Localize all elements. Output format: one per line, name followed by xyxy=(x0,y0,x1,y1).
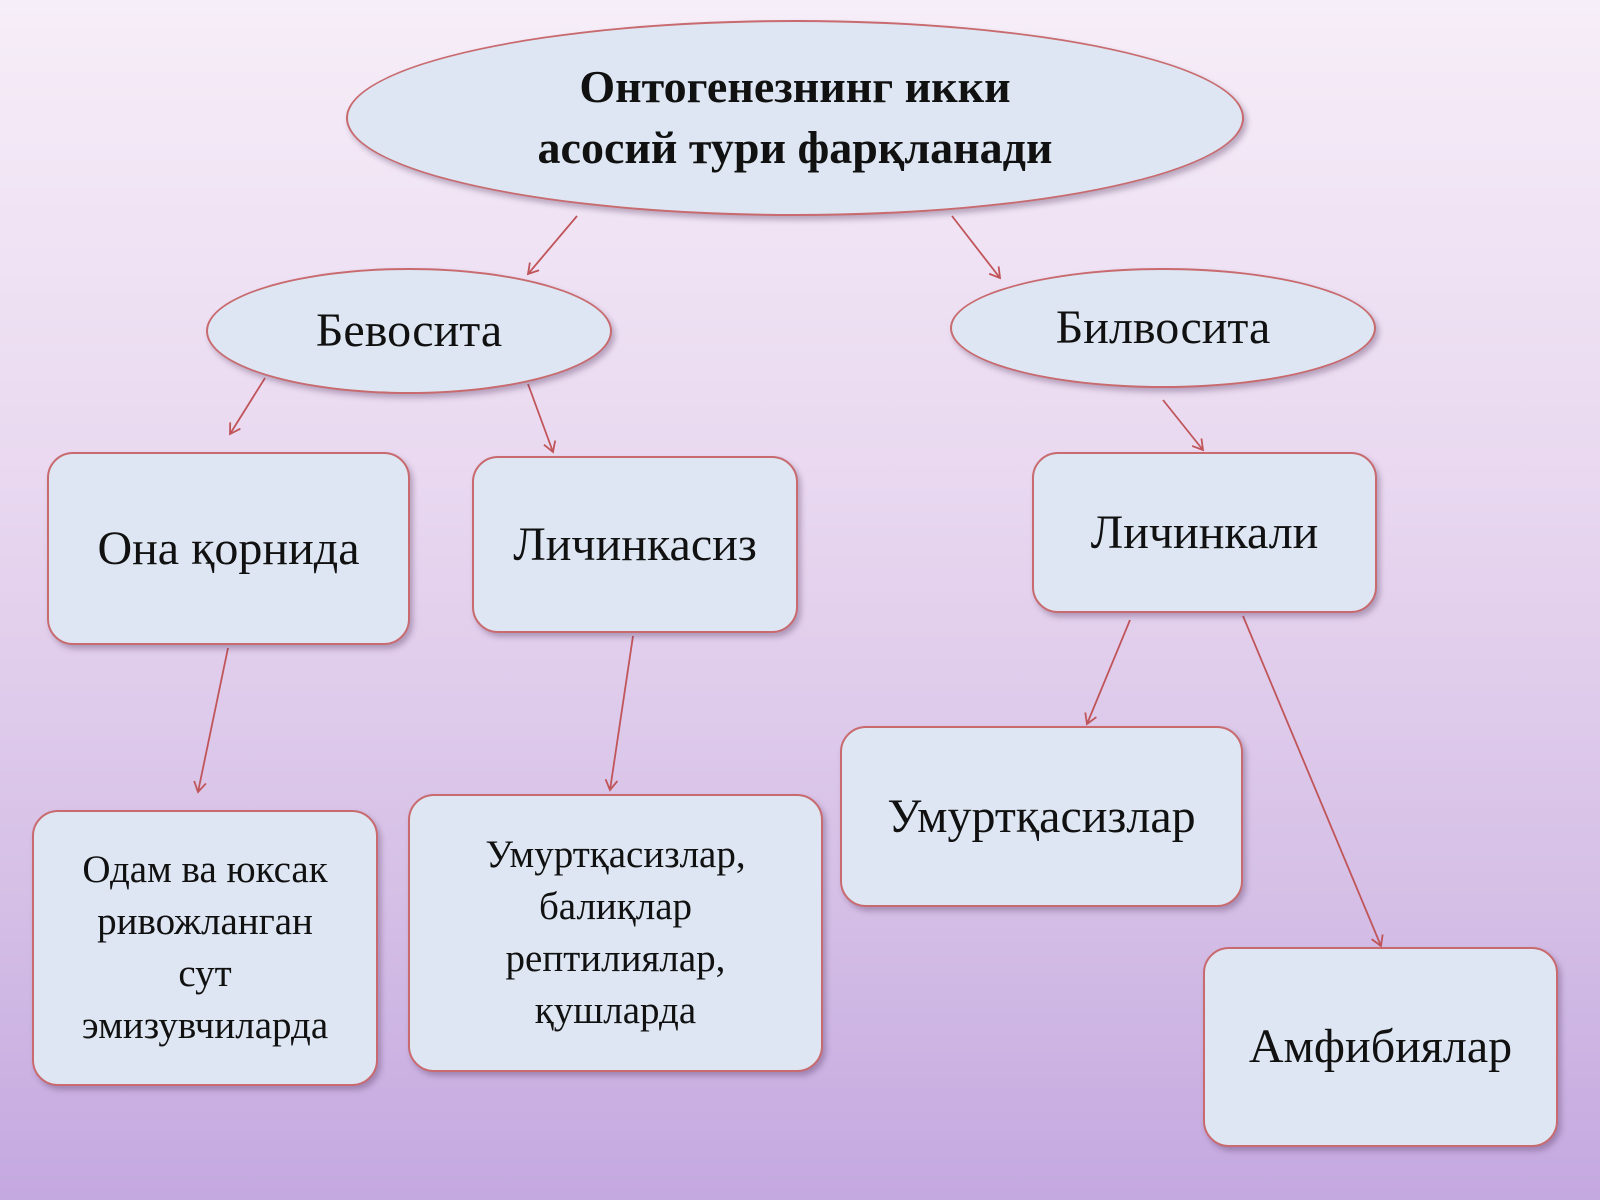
arrow-bevosita-to-ona-qornida xyxy=(229,377,266,436)
arrow-bevosita-to-lichinkasiz xyxy=(527,383,557,454)
arrow-root-to-bilvosita xyxy=(951,215,1002,280)
root-title-line2: асосий тури фарқланади xyxy=(537,122,1053,173)
ona-qornida-label: Она қорнида xyxy=(97,521,360,575)
arrow-bilvosita-to-lichinkali xyxy=(1162,399,1205,452)
umurtqasizlar-list-line3: рептилиялар, xyxy=(505,937,726,980)
umurtqasizlar-list-line4: қушларда xyxy=(534,988,697,1032)
lichinkali-label: Личинкали xyxy=(1090,505,1319,559)
odam-line4: эмизувчиларда xyxy=(81,1003,329,1047)
odam-line1: Одам ва юксак xyxy=(82,848,328,892)
odam-line3: сут xyxy=(178,952,232,995)
ona-qornida-node: Она қорнида xyxy=(47,452,410,645)
lichinkasiz-node: Личинкасиз xyxy=(472,456,798,633)
arrow-lichinkasiz-to-umurtqasizlar-list xyxy=(604,635,634,792)
odam-line2: ривожланган xyxy=(97,900,313,944)
arrow-lichinkali-to-amfibiyalar xyxy=(1242,615,1384,948)
amfibiyalar-label: Амфибиялар xyxy=(1248,1020,1513,1074)
bilvosita-node: Билвосита xyxy=(950,268,1376,388)
arrow-root-to-bevosita xyxy=(526,215,578,276)
bevosita-node: Бевосита xyxy=(206,268,612,394)
root-node: Онтогенезнинг икки асосий тури фарқланад… xyxy=(346,20,1244,216)
lichinkasiz-label: Личинкасиз xyxy=(513,517,757,571)
amfibiyalar-node: Амфибиялар xyxy=(1203,947,1558,1147)
root-title-line1: Онтогенезнинг икки xyxy=(579,61,1011,113)
umurtqasizlar-list-line1: Умуртқасизлар, xyxy=(485,833,746,877)
umurtqasizlar-node: Умуртқасизлар xyxy=(840,726,1243,907)
lichinkali-node: Личинкали xyxy=(1032,452,1377,613)
bilvosita-label: Билвосита xyxy=(1055,301,1271,355)
arrow-ona-qornida-to-odam xyxy=(193,647,229,794)
umurtqasizlar-list-line2: балиқлар xyxy=(538,885,693,929)
odam-node: Одам ва юксак ривожланган сут эмизувчила… xyxy=(32,810,378,1086)
bevosita-label: Бевосита xyxy=(315,304,503,358)
umurtqasizlar-label: Умуртқасизлар xyxy=(887,789,1196,843)
umurtqasizlar-list-node: Умуртқасизлар, балиқлар рептилиялар, қуш… xyxy=(408,794,823,1072)
arrow-lichinkali-to-umurtqasizlar xyxy=(1084,619,1131,726)
